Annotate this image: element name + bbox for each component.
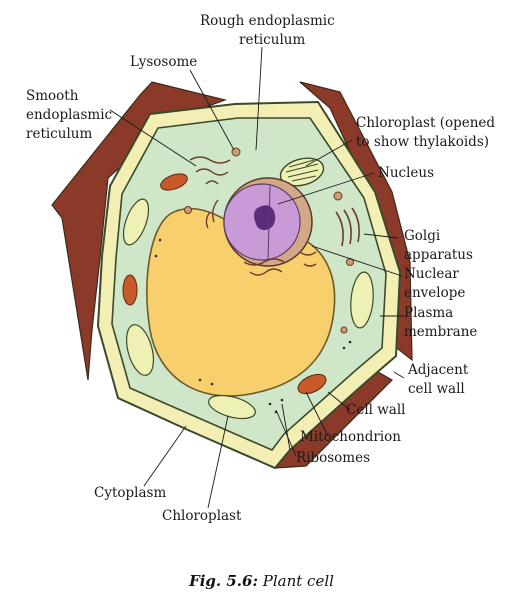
chloroplasts bbox=[122, 157, 374, 420]
label-adjacent-cell-wall: Adjacent cell wall bbox=[407, 362, 473, 397]
nucleolus bbox=[254, 205, 276, 230]
label-smooth-er: Smooth endoplasmic reticulum bbox=[26, 88, 116, 142]
label-lysosome: Lysosome bbox=[130, 54, 197, 70]
label-rough-er: Rough endoplasmic reticulum bbox=[200, 13, 339, 48]
label-nuclear-envelope: Nuclear envelope bbox=[404, 266, 465, 301]
nucleus bbox=[223, 177, 313, 267]
chloroplast-opened bbox=[279, 157, 325, 187]
chloroplast-left-bottom bbox=[125, 324, 155, 376]
chloroplast-bottom bbox=[208, 394, 256, 420]
figure-title: Plant cell bbox=[262, 572, 334, 590]
label-chloroplast-opened: Chloroplast (opened to show thylakoids) bbox=[356, 115, 499, 150]
mitochondria bbox=[122, 173, 327, 395]
label-mitochondrion: Mitochondrion bbox=[300, 429, 401, 445]
label-cell-wall: Cell wall bbox=[346, 402, 405, 418]
endoplasmic-reticulum bbox=[189, 156, 317, 276]
lysosomes bbox=[184, 147, 354, 334]
mitochondrion-bottom bbox=[297, 373, 327, 395]
chloroplast-right bbox=[350, 271, 374, 329]
label-cytoplasm: Cytoplasm bbox=[94, 485, 166, 501]
label-ribosomes: Ribosomes bbox=[296, 450, 370, 466]
label-plasma-membrane: Plasma membrane bbox=[404, 305, 477, 340]
mitochondrion-top-left bbox=[160, 173, 188, 191]
figure-caption: Fig. 5.6: Plant cell bbox=[0, 572, 523, 590]
label-golgi: Golgi apparatus bbox=[404, 228, 473, 263]
chloroplast-left-top bbox=[122, 198, 150, 246]
label-nucleus: Nucleus bbox=[378, 165, 434, 181]
adjacent-wall-left bbox=[51, 81, 228, 381]
mitochondrion-left bbox=[122, 274, 138, 306]
golgi-apparatus bbox=[335, 207, 360, 247]
leader-lines bbox=[109, 46, 405, 509]
label-chloroplast: Chloroplast bbox=[162, 508, 242, 524]
adjacent-cell-walls bbox=[51, 81, 413, 469]
figure-number: Fig. 5.6: bbox=[189, 572, 258, 590]
